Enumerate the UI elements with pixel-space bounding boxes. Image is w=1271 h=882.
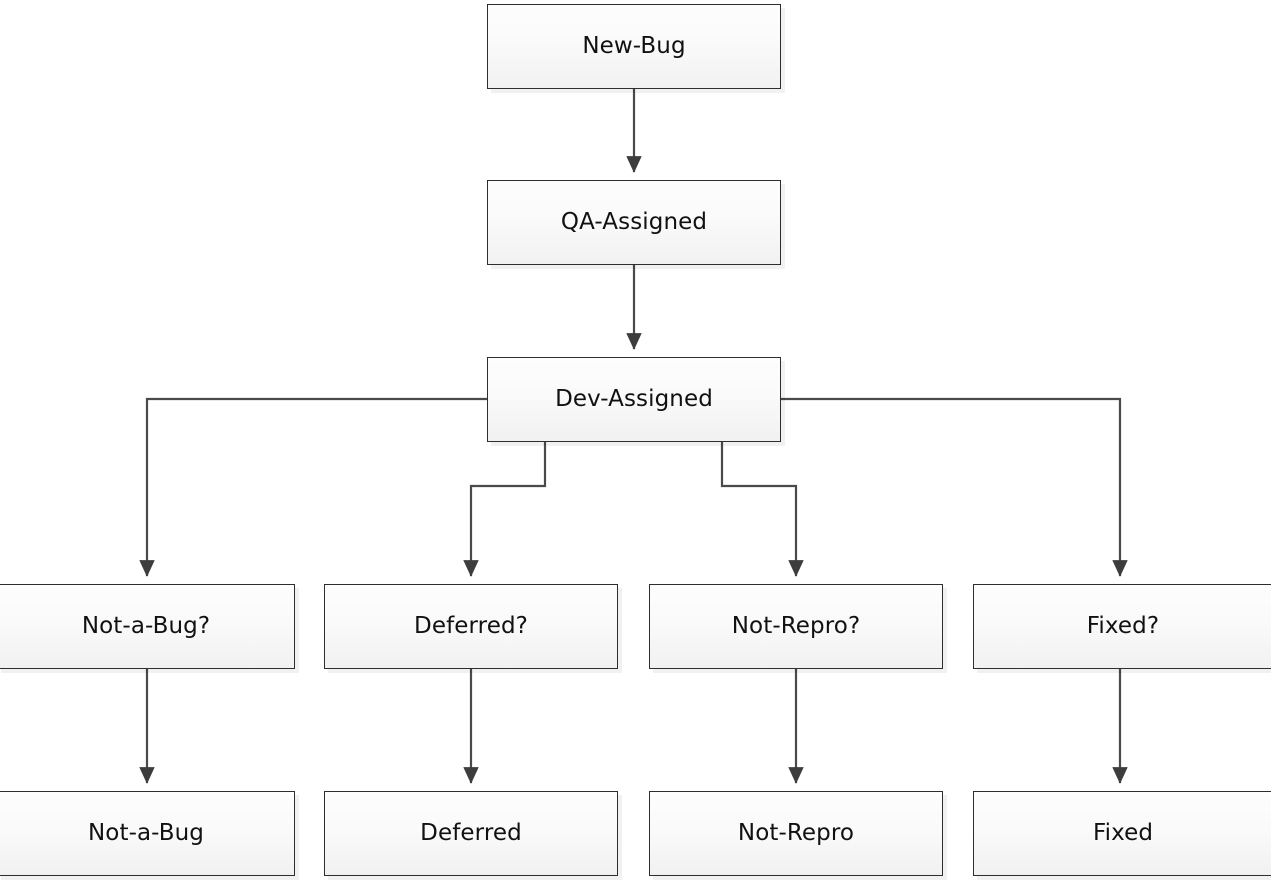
node-deferred-q[interactable]: Deferred?: [324, 584, 618, 669]
node-dev-assigned[interactable]: Dev-Assigned: [487, 357, 781, 442]
node-label-fixed-q: Fixed?: [1086, 613, 1160, 639]
node-label-dev-assigned: Dev-Assigned: [555, 386, 713, 412]
node-label-deferred-q: Deferred?: [414, 613, 528, 639]
node-deferred[interactable]: Deferred: [324, 791, 618, 876]
edge-e-dev-to-not-a-bug: [139, 397, 487, 577]
node-label-fixed: Fixed: [1092, 820, 1154, 846]
node-label-deferred: Deferred: [420, 820, 522, 846]
edge-e-dev-to-not-repro: [720, 442, 804, 577]
node-label-not-a-bug: Not-a-Bug: [87, 820, 205, 846]
node-label-not-a-bug-q: Not-a-Bug?: [81, 613, 211, 639]
node-new-bug[interactable]: New-Bug: [487, 4, 781, 89]
node-fixed-q[interactable]: Fixed?: [973, 584, 1271, 669]
edge-e-dev-to-deferred: [463, 442, 547, 577]
node-label-not-repro-q: Not-Repro?: [731, 613, 861, 639]
node-qa-assigned[interactable]: QA-Assigned: [487, 180, 781, 265]
node-label-new-bug: New-Bug: [582, 33, 686, 59]
node-not-repro-q[interactable]: Not-Repro?: [649, 584, 943, 669]
node-label-qa-assigned: QA-Assigned: [560, 209, 708, 235]
node-fixed[interactable]: Fixed: [973, 791, 1271, 876]
node-label-not-repro: Not-Repro: [737, 820, 855, 846]
node-not-a-bug-q[interactable]: Not-a-Bug?: [0, 584, 295, 669]
node-not-a-bug[interactable]: Not-a-Bug: [0, 791, 295, 876]
node-not-repro[interactable]: Not-Repro: [649, 791, 943, 876]
edge-e-dev-to-fixed: [781, 397, 1128, 577]
